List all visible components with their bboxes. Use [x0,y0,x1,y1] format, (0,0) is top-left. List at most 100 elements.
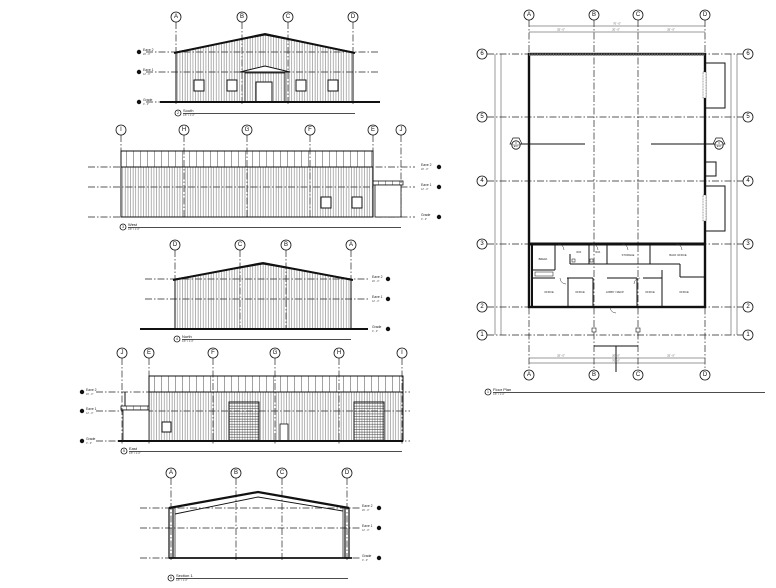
svg-text:G: G [245,127,250,133]
view-title-west[interactable]: 3 West 1/8" = 1'-0" [119,222,401,231]
grid-bubble-d-bottom[interactable]: D [699,369,711,381]
svg-text:0' - 0": 0' - 0" [86,442,92,445]
svg-text:Grade: Grade [143,98,153,102]
grid-bubble-3-left[interactable]: 3 [476,238,488,250]
level-marker-eave2[interactable]: Eave 220' - 0" [362,504,382,512]
grid-bubble-b[interactable]: B [230,467,242,479]
grid-bubble-a[interactable]: A [165,467,177,479]
grid-bubble-e[interactable]: E [143,347,155,359]
grid-bubble-1-left[interactable]: 1 [476,329,488,341]
svg-text:West: West [128,222,138,227]
grid-bubble-2-right[interactable]: 2 [742,301,754,313]
svg-text:3: 3 [746,241,750,247]
west-elevation-view: I H G F E J Eave 220' - 0" Eave 112' - 0… [88,124,442,231]
grid-bubble-i[interactable]: I [396,347,408,359]
view-title-floor-plan[interactable]: 1 Floor Plan 1/8" = 1'-0" [484,387,765,396]
grid-bubble-a-bottom[interactable]: A [523,369,535,381]
grid-bubble-6-left[interactable]: 6 [476,48,488,60]
svg-text:Eave 1: Eave 1 [143,68,154,72]
level-marker-eave1[interactable]: Eave 112' - 0" [421,183,442,191]
svg-text:1/8" = 1'-0": 1/8" = 1'-0" [493,393,505,396]
svg-text:I: I [120,127,122,133]
grid-bubble-a-top[interactable]: A [523,9,535,21]
level-marker-eave1[interactable]: Eave 112' - 0" [372,295,391,303]
svg-text:D: D [345,470,350,476]
svg-text:6: 6 [515,142,517,145]
grid-bubble-c-bottom[interactable]: C [632,369,644,381]
grid-bubble-1-right[interactable]: 1 [742,329,754,341]
view-title-section-1[interactable]: 6 Section 1 1/8" = 1'-0" [167,573,348,582]
svg-text:J: J [121,350,124,356]
grid-bubble-a[interactable]: A [170,11,182,23]
grid-bubble-i[interactable]: I [115,124,127,136]
svg-text:6: 6 [746,51,750,57]
room-storage: STORAGE [622,253,635,257]
grid-bubble-h[interactable]: H [333,347,345,359]
svg-text:South: South [183,108,193,113]
level-marker-eave2[interactable]: Eave 220' - 0" [79,388,97,396]
grid-bubble-d[interactable]: D [347,11,359,23]
view-title-south[interactable]: 2 South 1/8" = 1'-0" [174,108,355,117]
svg-text:North: North [182,334,192,339]
grid-bubble-5-right[interactable]: 5 [742,111,754,123]
svg-text:4: 4 [480,178,484,184]
grid-bubble-j[interactable]: J [116,347,128,359]
grid-bubble-4-left[interactable]: 4 [476,175,488,187]
grid-bubble-c-top[interactable]: C [632,9,644,21]
grid-bubble-c[interactable]: C [282,11,294,23]
section-mark-left[interactable]: 6 A101 [509,137,585,150]
grid-bubble-b-bottom[interactable]: B [588,369,600,381]
room-office-3: OFFICE [645,290,655,294]
svg-text:12' - 0": 12' - 0" [86,412,94,415]
svg-text:2: 2 [177,111,179,115]
svg-text:3: 3 [122,225,124,229]
level-marker-eave2[interactable]: Eave 220' - 0" [372,275,391,283]
svg-text:E: E [147,350,151,356]
svg-text:Eave 1: Eave 1 [362,524,373,528]
room-wr-1: W.R. [576,250,582,254]
grid-bubble-j[interactable]: J [395,124,407,136]
grid-bubble-6-right[interactable]: 6 [742,48,754,60]
grid-bubble-a[interactable]: A [345,239,357,251]
grid-bubble-h[interactable]: H [178,124,190,136]
grid-bubble-c[interactable]: C [234,239,246,251]
grid-bubble-f[interactable]: F [304,124,316,136]
view-title-east[interactable]: 5 East 1/8" = 1'-0" [120,446,402,455]
grid-bubble-5-left[interactable]: 5 [476,111,488,123]
east-elevation-view: J E F G H I Eave 220' - 0" Eave 112' - 0… [79,347,410,455]
svg-text:12' - 0": 12' - 0" [362,529,370,532]
grid-bubble-b-top[interactable]: B [588,9,600,21]
level-marker-eave2[interactable]: Eave 220' - 0" [136,48,154,56]
dimension-bottom: 25' - 0" 20' - 0" 25' - 0" 70' - 0" [529,355,705,364]
svg-text:2: 2 [746,304,750,310]
grid-bubble-b[interactable]: B [280,239,292,251]
grid-bubble-d-top[interactable]: D [699,9,711,21]
grid-bubble-g[interactable]: G [241,124,253,136]
section-mark-right[interactable]: 6 A101 [651,137,726,150]
grid-bubble-e[interactable]: E [367,124,379,136]
grid-bubble-3-right[interactable]: 3 [742,238,754,250]
level-marker-eave1[interactable]: Eave 112' - 0" [79,407,97,415]
grid-bubble-g[interactable]: G [269,347,281,359]
grid-bubble-d[interactable]: D [169,239,181,251]
grid-bubble-4-right[interactable]: 4 [742,175,754,187]
grid-bubble-d[interactable]: D [341,467,353,479]
level-marker-eave1[interactable]: Eave 112' - 0" [362,524,382,532]
grid-bubble-f[interactable]: F [207,347,219,359]
grid-bubble-c[interactable]: C [276,467,288,479]
svg-text:Eave 1: Eave 1 [421,183,432,187]
svg-text:6: 6 [170,576,172,580]
grid-bubble-2-left[interactable]: 2 [476,301,488,313]
room-back-office: BACK OFFICE [669,253,687,257]
view-title-north[interactable]: 4 North 1/8" = 1'-0" [173,334,351,343]
svg-text:25' - 0": 25' - 0" [667,355,675,358]
grid-bubble-b[interactable]: B [236,11,248,23]
level-marker-eave1[interactable]: Eave 112' - 0" [136,68,154,76]
svg-text:1: 1 [746,332,750,338]
level-marker-eave2[interactable]: Eave 220' - 0" [421,163,442,171]
